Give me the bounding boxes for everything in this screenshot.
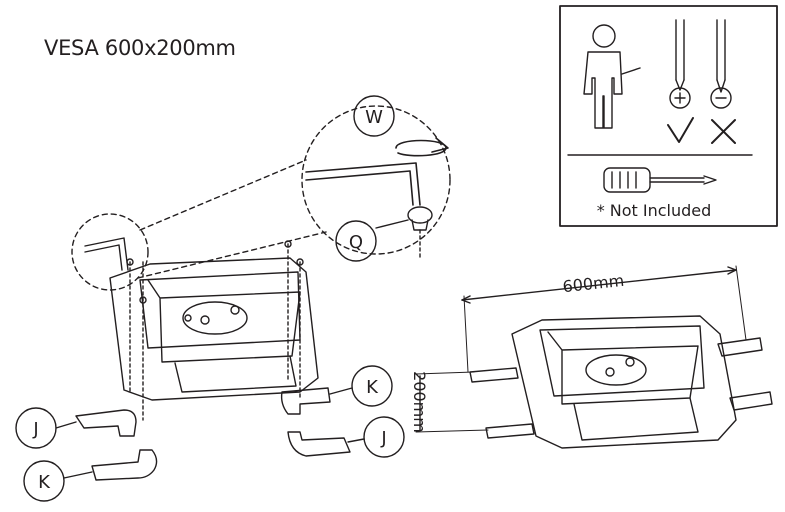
- phillips-screwdriver-icon: [669, 19, 691, 109]
- tools-required-box: [559, 5, 778, 227]
- diagram-title: VESA 600x200mm: [44, 36, 236, 60]
- left-mount-assembly: [109, 240, 319, 421]
- hex-key-icon: [305, 162, 421, 206]
- callout-k-left: [23, 460, 65, 502]
- zoom-small-circle: [71, 213, 149, 291]
- callout-w: [353, 95, 395, 137]
- callout-q-label: Q: [349, 232, 363, 253]
- zoom-detail-circle: [301, 105, 451, 255]
- callout-j-right-label: J: [380, 428, 386, 449]
- bracket-j-right: [287, 431, 351, 457]
- screw-q-icon: [407, 206, 433, 261]
- screwdriver-not-included-icon: [603, 167, 717, 193]
- callout-k-left-label: K: [38, 472, 51, 493]
- person-icon: [583, 24, 641, 129]
- height-dimension-label: 200mm: [410, 371, 429, 433]
- bracket-k-left: [91, 449, 158, 481]
- callout-k-right-label: K: [366, 377, 379, 398]
- callout-j-right: [363, 416, 405, 458]
- width-dimension-label: 600mm: [562, 271, 625, 296]
- bracket-k-right: [280, 387, 331, 415]
- callout-k-right: [351, 365, 393, 407]
- callout-w-label: W: [365, 107, 383, 128]
- cross-icon: [711, 119, 736, 144]
- right-mount-assembled: [469, 315, 773, 449]
- check-icon: [667, 117, 694, 143]
- not-included-label: * Not Included: [597, 201, 712, 220]
- bracket-j-left: [75, 409, 137, 437]
- small-hex-key: [84, 237, 129, 271]
- callout-j-left-label: J: [32, 419, 38, 440]
- flathead-screwdriver-icon: [710, 19, 732, 109]
- rotation-arrow-icon: [395, 139, 447, 157]
- callout-q: [335, 220, 377, 262]
